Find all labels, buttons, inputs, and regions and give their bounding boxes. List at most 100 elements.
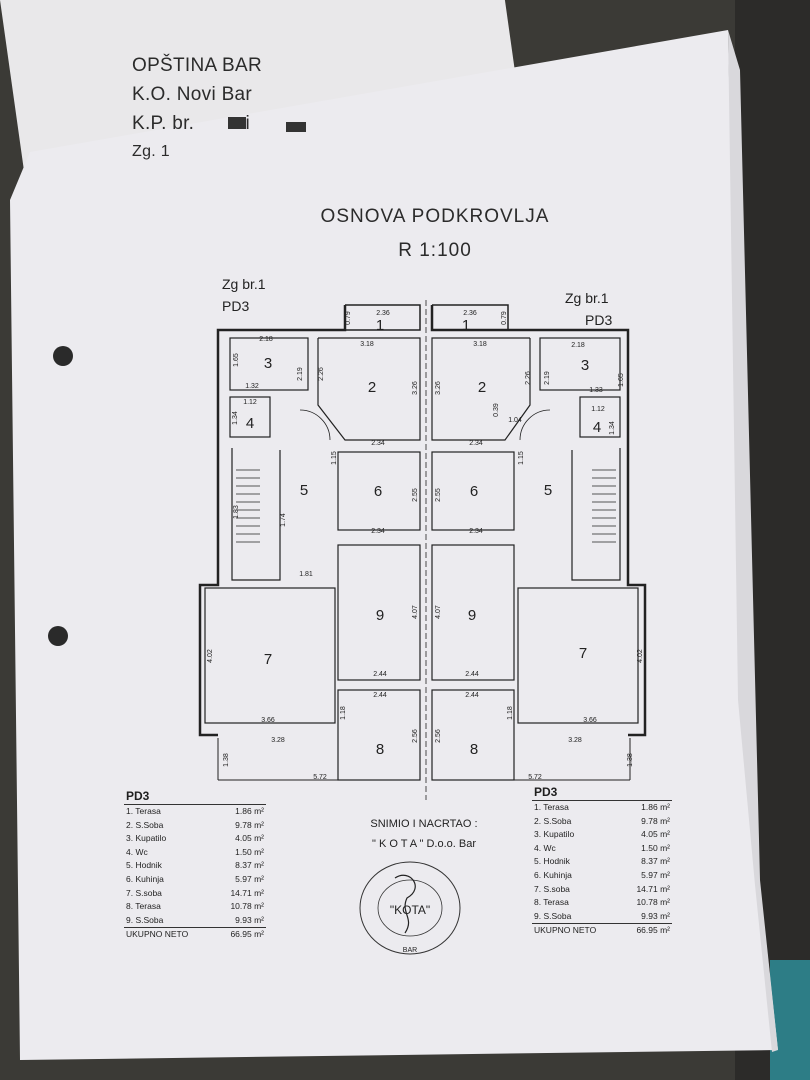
dim-label: 1.74 [280, 513, 287, 527]
room-7-right: 7 [579, 645, 587, 662]
dim-label: 2.56 [412, 729, 419, 743]
right-building-tag: Zg br.1 [565, 290, 609, 306]
dim-label: 2.26 [525, 371, 532, 385]
background-fabric [770, 960, 810, 1080]
dim-label: 3.66 [261, 717, 275, 724]
dim-label: 4.07 [412, 605, 419, 619]
dim-label: 5.72 [528, 774, 542, 781]
room-3-left: 3 [264, 355, 272, 372]
dim-label: 4.02 [207, 649, 214, 663]
dim-label: 1.15 [331, 451, 338, 465]
dim-label: 3.28 [568, 737, 582, 744]
dim-label: 2.44 [465, 671, 479, 678]
punch-hole-bottom [48, 626, 68, 646]
room-1-right: 1 [462, 317, 470, 334]
dim-label: 2.34 [371, 440, 385, 447]
stamp-center-text: "KOTA" [390, 903, 430, 917]
room-4-right: 4 [593, 419, 601, 436]
room-7-left: 7 [264, 651, 272, 668]
dim-label: 5.72 [313, 774, 327, 781]
dim-label: 2.18 [259, 336, 273, 343]
dim-label: 3.18 [473, 341, 487, 348]
room-3-right: 3 [581, 357, 589, 374]
right-unit-tag: PD3 [585, 312, 613, 328]
dimensions-right: 2.36 3.18 2.18 1.33 1.12 2.34 2.34 2.44 … [435, 310, 644, 781]
room-9-left: 9 [376, 607, 384, 624]
dim-label: 1.83 [233, 505, 240, 519]
dim-label: 1.38 [627, 753, 634, 767]
room-2-left: 2 [368, 379, 376, 396]
rooms-left: 1 2 3 4 5 6 7 8 9 [246, 317, 384, 758]
left-unit-tag: PD3 [222, 298, 250, 314]
table-title: PD3 [534, 785, 558, 799]
dim-label: 0.39 [493, 403, 500, 417]
header-parcel: K.P. br. i [132, 113, 250, 134]
dim-label: 0.79 [501, 311, 508, 325]
dim-label: 1.33 [589, 387, 603, 394]
dim-label: 2.26 [318, 367, 325, 381]
dim-label: 2.19 [297, 367, 304, 381]
stamp-bottom-text: BAR [403, 947, 417, 954]
room-1-left: 1 [376, 317, 384, 334]
dim-label: 2.34 [469, 440, 483, 447]
table-title: PD3 [126, 789, 150, 803]
header-municipality: OPŠTINA BAR [132, 55, 263, 76]
dim-label: 2.56 [435, 729, 442, 743]
dim-label: 1.38 [223, 753, 230, 767]
room-5-left: 5 [300, 482, 308, 499]
dim-label: 2.44 [465, 692, 479, 699]
dim-label: 2.55 [435, 488, 442, 502]
dim-label: 1.12 [243, 399, 257, 406]
dim-label: 1.65 [233, 353, 240, 367]
signature-line-2: " K O T A " D.o.o. Bar [371, 838, 476, 850]
room-6-left: 6 [374, 483, 382, 500]
dim-label: 1.18 [507, 706, 514, 720]
dim-label: 0.79 [345, 311, 352, 325]
dim-label: 3.28 [271, 737, 285, 744]
dim-label: 1.12 [591, 406, 605, 413]
dim-label: 1.18 [340, 706, 347, 720]
punch-hole-top [53, 346, 73, 366]
dim-label: 1.81 [299, 571, 313, 578]
dimensions-left: 2.36 3.18 2.18 1.32 1.12 2.34 2.34 1.81 … [207, 310, 419, 781]
rooms-right: 1 2 3 4 5 6 7 8 9 [462, 317, 601, 758]
dim-label: 1.15 [518, 451, 525, 465]
room-9-right: 9 [468, 607, 476, 624]
room-6-right: 6 [470, 483, 478, 500]
handwritten-signature [394, 874, 416, 934]
left-building-tag: Zg br.1 [222, 276, 266, 292]
plan-scale: R 1:100 [398, 240, 472, 261]
room-4-left: 4 [246, 415, 254, 432]
dim-label: 1.04 [508, 417, 522, 424]
signature-line-1: SNIMIO I NACRTAO : [370, 818, 478, 830]
dim-label: 2.36 [463, 310, 477, 317]
plan-title: OSNOVA PODKROVLJA [320, 206, 550, 227]
dim-label: 2.19 [544, 371, 551, 385]
dim-label: 2.18 [571, 342, 585, 349]
room-8-left: 8 [376, 741, 384, 758]
dim-label: 1.32 [245, 383, 259, 390]
dim-label: 2.34 [371, 528, 385, 535]
dim-label: 1.34 [609, 421, 616, 435]
dim-label: 3.18 [360, 341, 374, 348]
